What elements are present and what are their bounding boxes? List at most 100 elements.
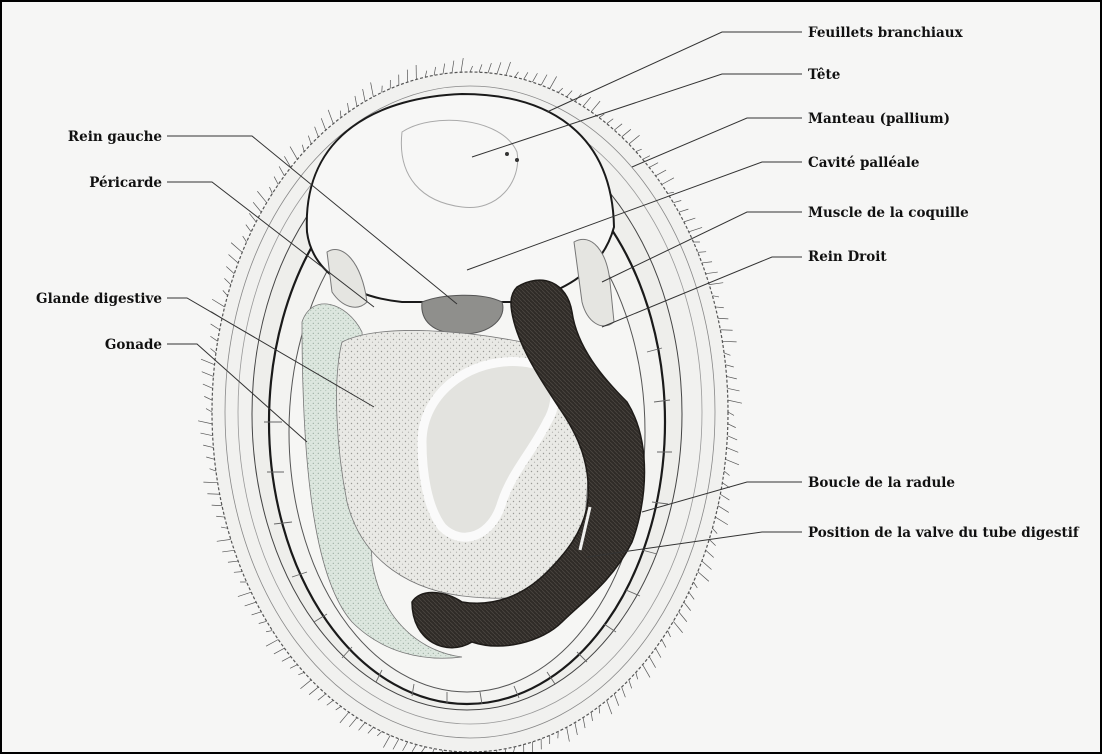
bristle xyxy=(720,330,732,331)
bristle xyxy=(706,550,714,557)
bristle xyxy=(712,296,719,297)
bristle xyxy=(321,118,325,130)
bristle xyxy=(724,471,729,475)
bristle xyxy=(668,192,674,193)
bristle xyxy=(257,191,266,202)
bristle xyxy=(727,448,739,453)
bristle xyxy=(206,409,212,412)
bristle xyxy=(693,582,697,588)
bristle xyxy=(720,494,729,500)
bristle xyxy=(206,457,214,459)
bristle xyxy=(308,136,311,144)
label-rein-gauche: Rein gauche xyxy=(68,129,162,145)
bristle xyxy=(363,89,365,101)
bristle xyxy=(541,75,547,86)
bristle xyxy=(712,528,717,533)
bristle xyxy=(203,482,217,483)
bristle xyxy=(210,349,215,353)
bristle xyxy=(673,201,681,203)
bristle xyxy=(210,469,216,471)
bristle xyxy=(599,706,600,713)
bristle xyxy=(434,67,436,75)
label-pericarde: Péricarde xyxy=(89,175,162,191)
label-boucle-radule: Boucle de la radule xyxy=(808,475,955,491)
bristle xyxy=(702,561,712,569)
bristle xyxy=(203,384,213,388)
bristle xyxy=(318,694,326,700)
bristle xyxy=(722,341,736,342)
bristle xyxy=(662,640,666,648)
bristle xyxy=(336,706,341,709)
line-manteau xyxy=(632,118,802,167)
bristle xyxy=(636,672,638,679)
bristle xyxy=(243,236,247,242)
bristle xyxy=(203,445,213,447)
bristle xyxy=(649,657,655,668)
bristle xyxy=(383,735,390,747)
label-tete: Tête xyxy=(808,67,840,83)
bristle xyxy=(340,111,341,118)
bristle xyxy=(728,424,736,428)
bristle xyxy=(412,745,416,752)
bristle xyxy=(622,687,626,697)
bristle xyxy=(725,365,733,367)
bristle xyxy=(221,527,228,528)
bristle xyxy=(709,539,715,545)
label-manteau: Manteau (pallium) xyxy=(808,111,950,127)
bristle xyxy=(715,307,723,308)
bristle xyxy=(558,88,563,92)
bristle xyxy=(207,494,219,495)
bristle xyxy=(224,278,230,284)
bristle xyxy=(202,372,214,377)
bristle xyxy=(607,700,612,714)
line-feuillets xyxy=(547,32,802,112)
bristle xyxy=(506,62,511,75)
bristle xyxy=(643,156,650,160)
bristle xyxy=(204,396,212,400)
bristle xyxy=(643,665,650,678)
bristle xyxy=(211,324,220,330)
bristle xyxy=(488,63,491,73)
bristle xyxy=(309,687,318,695)
bristle xyxy=(300,680,311,689)
bristle xyxy=(252,612,262,615)
bristle xyxy=(497,62,501,74)
bristle xyxy=(727,388,739,391)
bristle xyxy=(198,421,212,424)
bristle xyxy=(216,516,224,517)
bristle xyxy=(583,97,591,106)
bristle xyxy=(567,727,570,741)
bristle xyxy=(349,718,357,727)
bristle xyxy=(702,262,712,263)
bristle xyxy=(718,318,728,319)
bristle xyxy=(327,700,333,705)
bristle xyxy=(266,631,272,632)
label-glande-digestive: Glande digestive xyxy=(36,291,162,307)
bristle xyxy=(393,739,399,750)
bristle xyxy=(649,163,658,168)
bristle xyxy=(727,376,737,378)
label-feuillets-branchiaux: Feuillets branchiaux xyxy=(808,25,964,41)
bristle xyxy=(728,412,734,415)
bristle xyxy=(532,73,537,82)
bristle xyxy=(591,712,592,721)
bristle xyxy=(200,433,212,436)
bristle xyxy=(217,539,231,541)
bristle xyxy=(698,252,706,253)
bristle xyxy=(429,749,434,752)
bristle xyxy=(515,72,519,77)
bristle xyxy=(245,602,256,606)
label-rein-droit: Rein Droit xyxy=(808,249,887,265)
bristle xyxy=(629,680,632,688)
bristle xyxy=(614,694,618,706)
bristle xyxy=(223,290,228,295)
bristle xyxy=(718,506,729,513)
bristle xyxy=(282,657,291,662)
bristle xyxy=(452,61,454,73)
bristle xyxy=(238,592,251,596)
bristle xyxy=(212,299,224,307)
bristle xyxy=(684,602,691,610)
bristle xyxy=(524,72,528,79)
bristle xyxy=(725,459,738,464)
